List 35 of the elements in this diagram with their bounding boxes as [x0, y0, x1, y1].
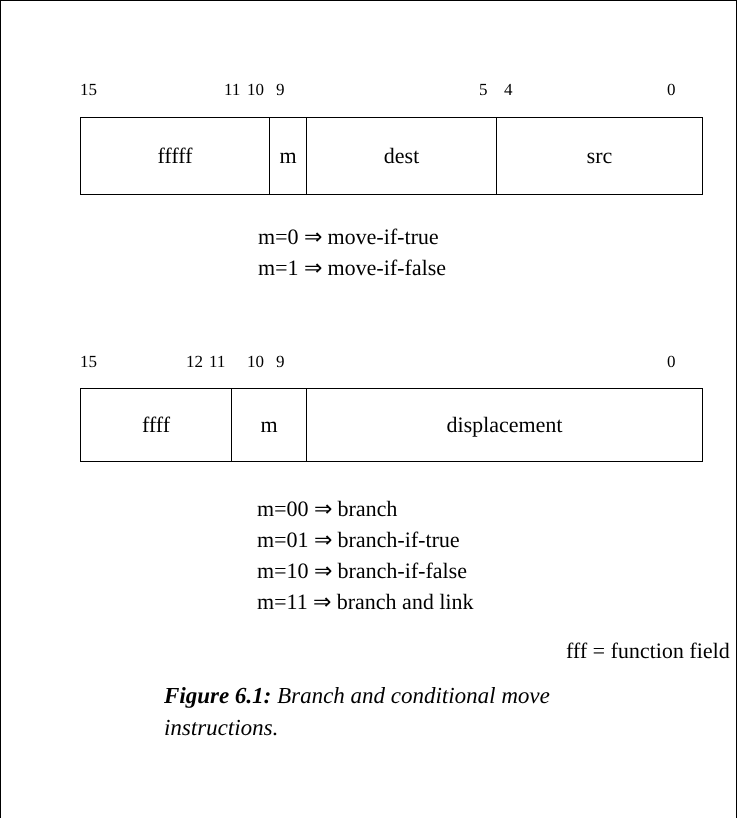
bit-field-box: [496, 117, 703, 195]
note-text: m=1 ⇒ move-if-false: [258, 255, 446, 281]
bit-field-box: [80, 388, 232, 462]
note-text: m=00 ⇒ branch: [257, 496, 398, 522]
bit-field-box: [306, 117, 497, 195]
bit-number: 11: [224, 80, 240, 100]
figure-caption: Figure 6.1: Branch and conditional move instructions.: [164, 682, 551, 742]
note-text: m=01 ⇒ branch-if-true: [257, 527, 460, 553]
bit-field-box: [80, 117, 270, 195]
field-name: ffff: [142, 412, 170, 438]
bit-number: 10: [247, 80, 264, 100]
field-name: displacement: [446, 412, 563, 438]
note-text: m=0 ⇒ move-if-true: [258, 224, 439, 250]
field-name: m: [279, 143, 297, 169]
bit-number: 0: [667, 80, 676, 100]
note-text: fff = function field: [566, 638, 730, 664]
bit-number: 9: [276, 352, 284, 372]
field-name: dest: [384, 143, 420, 169]
field-name: fffff: [157, 143, 193, 169]
note-text: m=10 ⇒ branch-if-false: [257, 558, 467, 584]
bit-number: 4: [504, 80, 512, 100]
bit-number: 15: [80, 80, 97, 100]
bit-field-box: [269, 117, 307, 195]
bit-field-box: [306, 388, 703, 462]
note-text: m=11 ⇒ branch and link: [257, 589, 474, 615]
bit-number: 10: [247, 352, 264, 372]
bit-number: 9: [276, 80, 284, 100]
field-name: m: [260, 412, 278, 438]
bit-number: 5: [479, 80, 488, 100]
bit-number: 15: [80, 352, 97, 372]
bit-number: 12: [186, 352, 203, 372]
bit-number: 11: [209, 352, 226, 372]
bit-field-box: [231, 388, 307, 462]
bit-number: 0: [667, 352, 676, 372]
field-name: src: [586, 143, 612, 169]
